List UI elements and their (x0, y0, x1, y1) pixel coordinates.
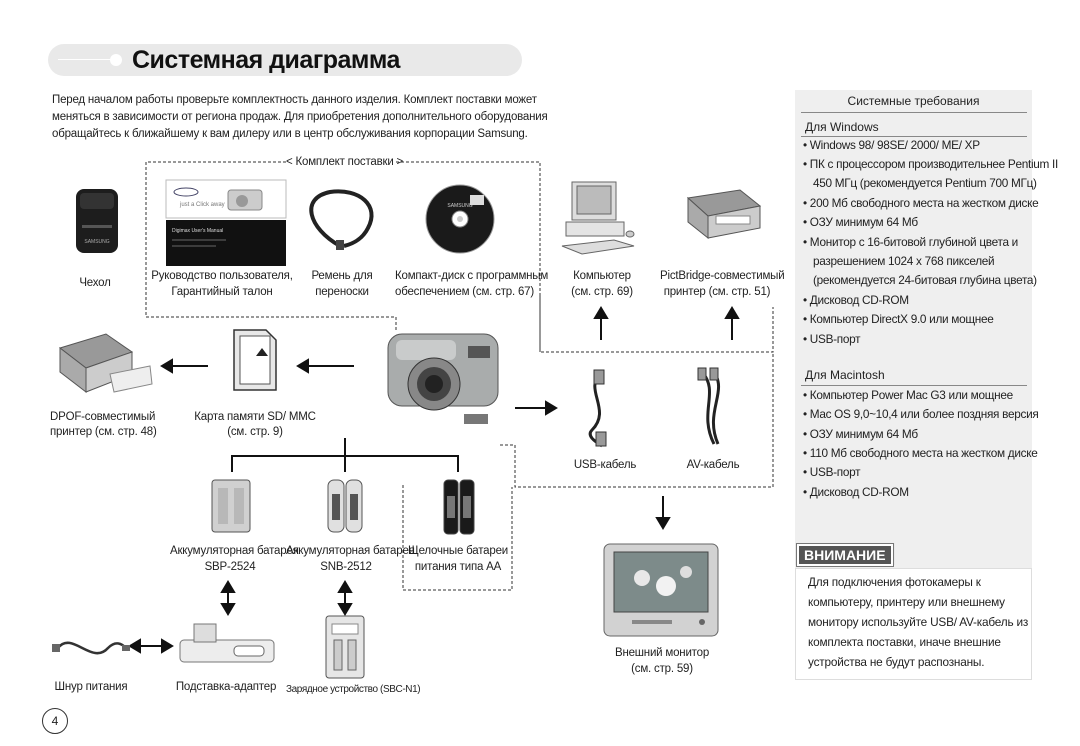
case-label: Чехол (79, 277, 111, 289)
cd-image: SAMSUNG (425, 184, 495, 254)
windows-req-4: • 200 Мб свободного места на жестком дис… (803, 196, 1039, 210)
warning-line-5: устройства не будут распознаны. (808, 655, 985, 669)
warning-line-2: компьютеру, принтеру или внешнему (808, 595, 1005, 609)
cd-label-1: Компакт-диск с программным (395, 270, 549, 282)
battery-aa-image (443, 479, 475, 535)
kit-title: < Комплект поставки > (286, 155, 404, 170)
header-line (58, 59, 110, 60)
mac-req-1: • Компьютер Power Mac G3 или мощнее (803, 388, 1013, 402)
strap-image (309, 189, 374, 250)
manual-image: just a Click away Digimax User's Manual (165, 179, 287, 266)
requirements-panel: Системные требования Для Windows • Windo… (795, 90, 1058, 680)
usb-cable-image (588, 369, 607, 448)
charger-image (325, 615, 365, 679)
warning-line-1: Для подключения фотокамеры к (808, 575, 981, 589)
battery-sbp-label-1: Аккумуляторная батарея (170, 545, 299, 557)
power-cord-label: Шнур питания (54, 681, 128, 693)
svg-text:just a Click away: just a Click away (179, 202, 225, 208)
windows-req-6: • Монитор с 16-битовой глубиной цвета и (803, 235, 1018, 249)
warning-line-3: монитору используйте USB/ AV-кабель из (808, 615, 1029, 629)
intro-line-3: обращайтесь к ближайшему к вам дилеру ил… (52, 128, 528, 140)
computer-label-1: Компьютер (573, 270, 631, 282)
power-cord-image (52, 641, 130, 655)
warning-line-4: комплекта поставки, иначе внешние (808, 635, 1001, 649)
dpof-label-2: принтер (см. стр. 48) (50, 426, 157, 438)
pictbridge-label-1: PictBridge-совместимый (660, 270, 785, 282)
requirements-title: Системные требования (847, 94, 980, 108)
intro-line-1: Перед началом работы проверьте комплектн… (52, 94, 537, 106)
windows-req-3: 450 МГц (рекомендуется Pentium 700 МГц) (813, 176, 1037, 190)
camera-image (387, 333, 499, 424)
mac-req-6: • Дисковод CD-ROM (803, 485, 909, 499)
windows-req-2: • ПК с процессором производительнее Pent… (803, 157, 1059, 171)
page-number: 4 (42, 708, 68, 734)
computer-label-2: (см. стр. 69) (571, 286, 633, 298)
battery-snb-label-1: Аккумуляторная батарея (286, 545, 415, 557)
warning-heading: ВНИМАНИЕ (795, 543, 895, 567)
battery-sbp-label-2: SBP-2524 (204, 561, 256, 573)
manual-label-2: Гарантийный талон (171, 286, 273, 298)
battery-aa-label-2: питания типа АА (414, 561, 502, 573)
windows-req-10: • Компьютер DirectX 9.0 или мощнее (803, 312, 994, 326)
strap-label-1: Ремень для (311, 270, 373, 282)
case-image: SAMSUNG (76, 189, 118, 253)
monitor-label-2: (см. стр. 59) (631, 663, 693, 675)
divider (801, 112, 1027, 113)
dpof-label-1: DPOF-совместимый (50, 411, 156, 423)
mac-title: Для Macintosh (805, 368, 885, 382)
windows-req-1: • Windows 98/ 98SE/ 2000/ ME/ XP (803, 138, 980, 152)
pictbridge-label-2: принтер (см. стр. 51) (663, 286, 771, 298)
manual-label-1: Руководство пользователя, (151, 270, 293, 282)
windows-req-7: разрешением 1024 x 768 пикселей (813, 254, 995, 268)
cradle-label: Подставка-адаптер (175, 681, 277, 693)
charger-label: Зарядное устройство (SBC-N1) (286, 684, 421, 695)
card-label-2: (см. стр. 9) (227, 426, 283, 438)
mac-req-5: • USB-порт (803, 465, 861, 479)
monitor-image (603, 543, 719, 637)
battery-aa-label-1: Щелочные батареи (408, 545, 508, 557)
monitor-label-1: Внешний монитор (614, 647, 710, 659)
strap-label-2: переноски (315, 286, 369, 298)
page-title: Системная диаграмма (132, 46, 400, 74)
manual-cover-text: Digimax User's Manual (172, 228, 223, 234)
av-cable-label: AV-кабель (686, 459, 740, 471)
cd-label: SAMSUNG (447, 203, 472, 209)
divider (801, 136, 1027, 137)
mac-req-3: • ОЗУ минимум 64 Мб (803, 427, 918, 441)
header-dot (110, 54, 122, 66)
divider (801, 385, 1027, 386)
battery-sbp-image (211, 479, 251, 533)
dpof-printer-image (58, 333, 153, 394)
battery-snb-image (327, 479, 363, 533)
sd-card-image (233, 329, 277, 391)
usb-cable-label: USB-кабель (573, 459, 637, 471)
windows-req-8: (рекомендуется 24-битовая глубина цвета) (813, 273, 1037, 287)
page-header: Системная диаграмма (48, 44, 522, 76)
card-label-1: Карта памяти SD/ MMC (194, 411, 316, 423)
warning-box: Для подключения фотокамеры к компьютеру,… (795, 568, 1032, 680)
cradle-image (179, 623, 275, 663)
battery-snb-label-2: SNB-2512 (320, 561, 372, 573)
mac-req-4: • 110 Мб свободного места на жестком дис… (803, 446, 1038, 460)
windows-req-9: • Дисковод CD-ROM (803, 293, 909, 307)
windows-title: Для Windows (805, 120, 879, 134)
windows-req-11: • USB-порт (803, 332, 861, 346)
intro-line-2: меняться в зависимости от региона продаж… (52, 111, 548, 123)
warning-title: ВНИМАНИЕ (796, 543, 894, 567)
case-brand: SAMSUNG (84, 239, 109, 245)
av-cable-image (697, 367, 720, 445)
mac-req-2: • Mac OS 9,0~10,4 или более поздняя верс… (803, 407, 1039, 421)
computer-image (561, 181, 635, 255)
pictbridge-printer-image (686, 189, 762, 240)
cd-label-2: обеспечением (см. стр. 67) (395, 286, 534, 298)
windows-req-5: • ОЗУ минимум 64 Мб (803, 215, 918, 229)
